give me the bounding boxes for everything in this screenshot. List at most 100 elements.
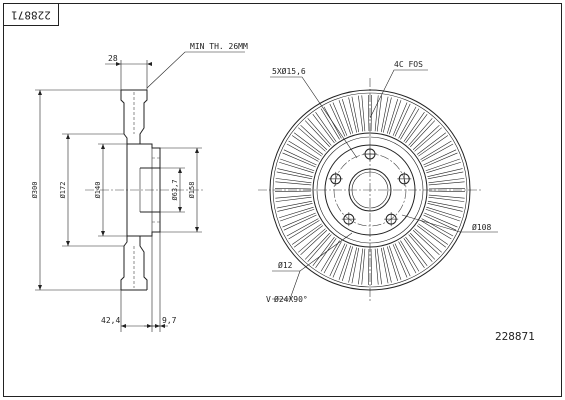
vane-line: [288, 140, 320, 160]
dim-outer-diameter: Ø300: [31, 182, 39, 199]
vane-line: [312, 236, 335, 267]
hub-face: [324, 144, 416, 236]
vane-line: [293, 225, 324, 248]
vane-line: [398, 106, 417, 139]
vane-line: [332, 244, 348, 278]
vane-line: [320, 108, 340, 140]
vane-line: [400, 240, 420, 272]
vane-line: [298, 228, 326, 253]
vane-line: [405, 236, 428, 267]
vane-line: [376, 95, 382, 132]
center-bore: [348, 168, 392, 212]
vane-line: [423, 214, 457, 231]
vane-line: [386, 246, 399, 281]
vane-line: [427, 203, 463, 212]
vane-line: [383, 97, 392, 133]
vane-line: [286, 218, 319, 237]
vane-line: [283, 149, 317, 166]
vane-line: [374, 95, 379, 132]
vane-line: [367, 95, 370, 132]
vane-line: [304, 120, 330, 148]
vane-line: [392, 102, 408, 136]
vane-line: [332, 102, 348, 136]
vane-line: [307, 118, 332, 146]
side-view: 28 MIN TH. 26MM Ø300 Ø172 Ø140 Ø63,7: [31, 42, 248, 332]
vane-line: [341, 246, 354, 281]
vane-line: [300, 230, 328, 256]
dim-hub-diameter: Ø158: [188, 182, 196, 199]
vane-line: [315, 238, 337, 269]
vane-line: [279, 206, 314, 219]
vane-line: [323, 241, 342, 274]
vane-line: [403, 111, 425, 142]
vane-line: [275, 196, 312, 202]
vane-line: [286, 143, 319, 162]
vane-line: [370, 95, 373, 132]
vane-line: [392, 244, 408, 278]
vane-line: [427, 168, 463, 177]
vane-line: [374, 248, 379, 285]
vane-line: [341, 99, 354, 134]
vane-line: [320, 240, 340, 272]
vane-line: [394, 243, 411, 277]
vane-line: [428, 187, 465, 190]
vane-line: [428, 196, 465, 202]
vane-line: [275, 190, 312, 193]
dim-center-bore: Ø63,7: [171, 179, 179, 200]
vane-line: [414, 127, 442, 152]
vane-line: [418, 135, 449, 157]
vane-line: [400, 108, 420, 140]
vane-line: [412, 230, 440, 256]
vane-line: [421, 218, 454, 237]
vane-line: [424, 152, 458, 168]
vane-line: [275, 178, 312, 184]
vane-line: [425, 208, 460, 222]
dim-pcd: Ø108: [472, 222, 491, 232]
vane-line: [312, 113, 335, 144]
vane-line: [403, 238, 425, 269]
vane-line: [277, 168, 313, 177]
vane-line: [428, 190, 465, 193]
disc-outer-edge: [269, 89, 471, 291]
vane-line: [279, 161, 314, 174]
vane-line: [408, 234, 433, 262]
vane-line: [304, 232, 330, 260]
vane-line: [410, 232, 436, 260]
vane-line: [420, 140, 452, 160]
vane-line: [423, 149, 457, 166]
vane-line: [282, 212, 316, 228]
vane-line: [293, 132, 324, 155]
part-number-rotated: 228871: [11, 9, 51, 22]
dim-min-thickness: MIN TH. 26MM: [190, 42, 248, 51]
vane-line: [298, 127, 326, 152]
vane-line: [421, 143, 454, 162]
vane-line: [394, 103, 411, 137]
vane-line: [351, 247, 360, 284]
dim-countersink: Ø24X90°: [274, 294, 308, 304]
vane-line: [383, 247, 392, 283]
friction-ring-inner-edge: [312, 132, 428, 248]
vane-line: [329, 243, 346, 277]
dim-bolt-holes: 5XØ15,6: [272, 66, 306, 76]
part-number-rotated-box: 228871: [3, 3, 59, 26]
vane-line: [291, 135, 322, 157]
drawing-frame: [3, 3, 562, 397]
bolt-holes: [328, 147, 412, 227]
vane-line: [358, 95, 364, 132]
vane-line: [275, 187, 312, 190]
vane-line: [282, 152, 316, 168]
vane-line: [428, 181, 465, 186]
dim-hub-thickness: 9,7: [162, 316, 177, 325]
dim-height: 42,4: [101, 316, 120, 325]
ventilation-channels: [275, 95, 465, 285]
vane-line: [418, 223, 449, 245]
vane-line: [428, 194, 465, 199]
front-view: 5XØ15,6 4C FOS Ø108 Ø12 V Ø24X90°: [258, 60, 498, 304]
vane-line: [425, 158, 460, 172]
vane-line: [416, 225, 447, 248]
vane-line: [361, 95, 366, 132]
vane-line: [426, 161, 461, 174]
vane-line: [283, 214, 317, 231]
countersink-symbol: V: [266, 295, 271, 304]
vane-line: [348, 97, 357, 133]
